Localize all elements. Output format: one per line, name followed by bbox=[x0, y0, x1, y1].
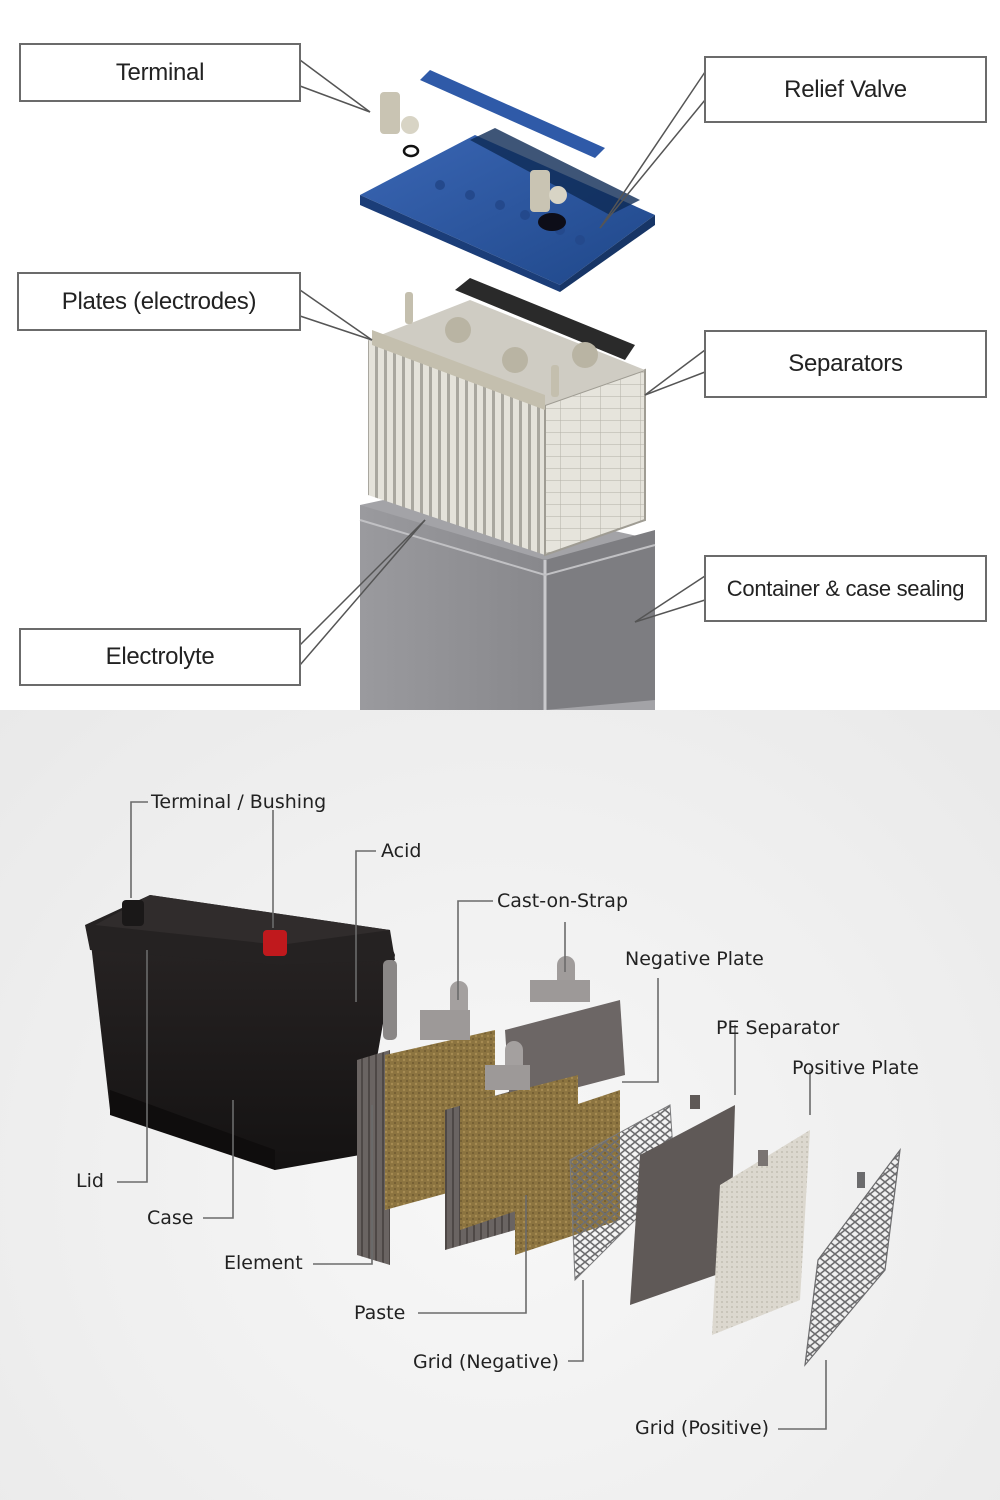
battery-case bbox=[85, 895, 395, 1170]
callout-separators: Separators bbox=[704, 330, 987, 398]
callout-plates: Plates (electrodes) bbox=[17, 272, 301, 331]
label-acid: Acid bbox=[381, 840, 422, 862]
bottom-diagram-panel: Terminal / Bushing Acid Cast-on-Strap Ne… bbox=[0, 710, 1000, 1500]
label-pe-separator: PE Separator bbox=[716, 1017, 840, 1039]
bottom-battery-render bbox=[85, 801, 901, 1430]
label-grid-negative: Grid (Negative) bbox=[413, 1351, 560, 1373]
positive-terminal bbox=[263, 930, 287, 956]
callout-electrolyte: Electrolyte bbox=[19, 628, 301, 686]
label-cast-on-strap: Cast-on-Strap bbox=[497, 890, 629, 912]
top-battery-illustration bbox=[299, 59, 706, 710]
callout-container: Container & case sealing bbox=[704, 555, 987, 622]
callout-terminal-label: Terminal bbox=[115, 58, 205, 86]
label-negative-plate: Negative Plate bbox=[625, 948, 764, 970]
callout-relief-valve: Relief Valve bbox=[704, 56, 987, 123]
callout-plates-label: Plates (electrodes) bbox=[61, 287, 257, 315]
top-diagram-panel: Terminal Relief Valve Plates (electrodes… bbox=[0, 0, 1000, 710]
callout-relief-valve-label: Relief Valve bbox=[784, 75, 907, 103]
pe-separator bbox=[712, 1130, 810, 1335]
callout-separators-label: Separators bbox=[788, 350, 903, 377]
label-lid: Lid bbox=[76, 1170, 104, 1192]
label-case: Case bbox=[147, 1207, 194, 1229]
negative-plate bbox=[630, 1105, 735, 1305]
callout-terminal: Terminal bbox=[19, 43, 301, 102]
label-grid-positive: Grid (Positive) bbox=[635, 1417, 769, 1439]
top-leader-lines bbox=[299, 59, 706, 666]
label-terminal-bushing: Terminal / Bushing bbox=[151, 791, 327, 813]
container-case bbox=[359, 490, 656, 710]
callout-container-label: Container & case sealing bbox=[726, 575, 965, 601]
negative-terminal bbox=[122, 900, 144, 926]
positive-grid bbox=[804, 1147, 901, 1367]
label-paste: Paste bbox=[354, 1302, 406, 1324]
bottom-leader-lines bbox=[117, 801, 827, 1430]
plate-block bbox=[368, 278, 646, 557]
battery-lid bbox=[360, 70, 655, 292]
callout-electrolyte-label: Electrolyte bbox=[105, 643, 215, 670]
label-element: Element bbox=[224, 1252, 303, 1274]
label-positive-plate: Positive Plate bbox=[792, 1057, 919, 1079]
